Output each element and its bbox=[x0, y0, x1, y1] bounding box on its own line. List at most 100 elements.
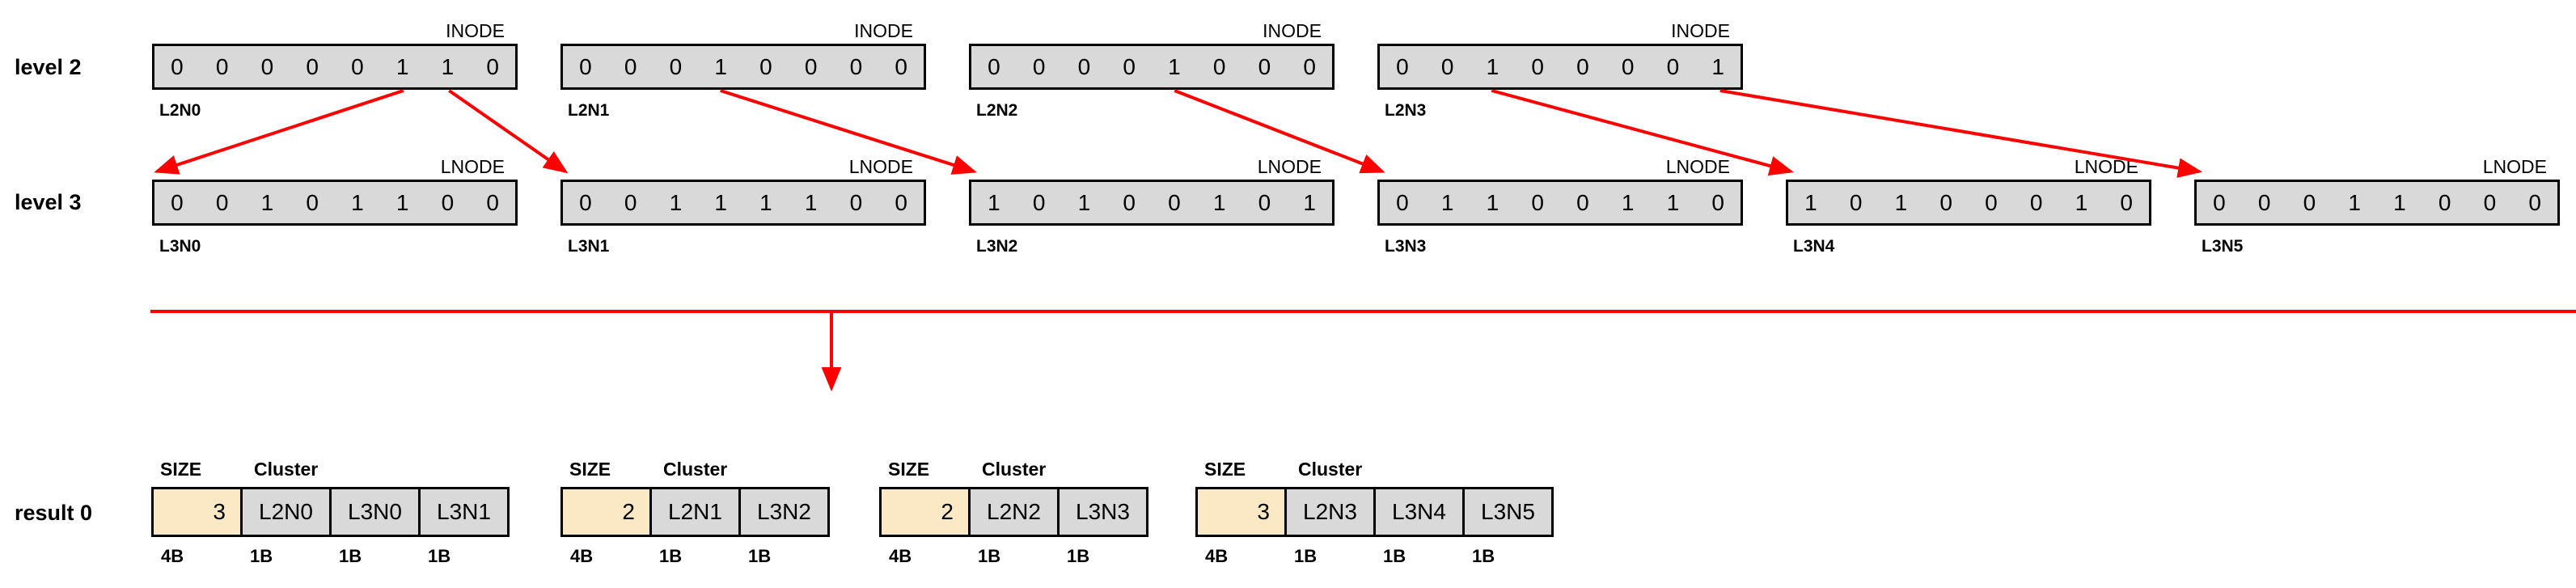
size-header: SIZE bbox=[569, 459, 611, 480]
size-cell: 3 bbox=[151, 487, 243, 537]
cluster-node-cell: L3N0 bbox=[329, 487, 421, 537]
bit-value: 0 bbox=[486, 189, 499, 215]
node-type-label: INODE bbox=[446, 20, 505, 41]
bit-value: 1 bbox=[1303, 189, 1316, 215]
size-cell: 3 bbox=[1195, 487, 1287, 537]
cell-byte-label: 1B bbox=[748, 546, 772, 566]
bit-value: 1 bbox=[669, 189, 683, 215]
bit-value: 1 bbox=[1440, 189, 1454, 215]
node-id-label: L3N1 bbox=[568, 237, 610, 256]
bit-value: 0 bbox=[1168, 189, 1181, 215]
size-byte-label: 4B bbox=[889, 546, 912, 566]
level3-row-label: level 3 bbox=[15, 190, 82, 214]
bit-value: 0 bbox=[579, 189, 592, 215]
bit-value: 0 bbox=[1576, 53, 1589, 79]
bit-value: 1 bbox=[714, 53, 727, 79]
node-id-label: L2N3 bbox=[1385, 101, 1427, 120]
bit-value: 0 bbox=[1939, 189, 1952, 215]
bit-value: 0 bbox=[669, 53, 683, 79]
bit-value: 0 bbox=[2528, 189, 2541, 215]
bit-value: 0 bbox=[1258, 189, 1271, 215]
bit-value: 0 bbox=[1531, 53, 1544, 79]
bit-value: 0 bbox=[2213, 189, 2226, 215]
bit-value: 0 bbox=[1576, 189, 1589, 215]
bit-value: 0 bbox=[1032, 189, 1046, 215]
node-id-label: L3N5 bbox=[2202, 237, 2244, 256]
size-byte-label: 4B bbox=[161, 546, 184, 566]
bit-value: 1 bbox=[441, 53, 455, 79]
bit-value: 0 bbox=[624, 189, 637, 215]
bit-value: 1 bbox=[759, 189, 772, 215]
bit-value: 0 bbox=[441, 189, 455, 215]
node-id-label: L2N0 bbox=[159, 101, 201, 120]
bit-value: 0 bbox=[759, 53, 772, 79]
bit-value: 0 bbox=[1032, 53, 1046, 79]
node-id-label: L2N2 bbox=[976, 101, 1018, 120]
node-type-label: LNODE bbox=[1665, 156, 1730, 177]
node-type-label: LNODE bbox=[440, 156, 505, 177]
bit-value: 1 bbox=[2348, 189, 2361, 215]
bit-value: 0 bbox=[1531, 189, 1544, 215]
node-id-label: L2N1 bbox=[568, 101, 610, 120]
cell-byte-label: 1B bbox=[1472, 546, 1495, 566]
cell-byte-label: 1B bbox=[339, 546, 362, 566]
bit-value: 1 bbox=[2393, 189, 2406, 215]
cell-byte-label: 1B bbox=[978, 546, 1001, 566]
size-header: SIZE bbox=[160, 459, 202, 480]
bit-value: 0 bbox=[1621, 53, 1635, 79]
bit-value: 0 bbox=[988, 53, 1000, 79]
bit-value: 0 bbox=[804, 53, 818, 79]
size-header: SIZE bbox=[888, 459, 930, 480]
bit-value: 0 bbox=[1396, 53, 1409, 79]
bit-value: 1 bbox=[2075, 189, 2088, 215]
bit-value: 0 bbox=[2303, 189, 2316, 215]
bit-value: 0 bbox=[1985, 189, 1998, 215]
bit-value: 0 bbox=[2483, 189, 2497, 215]
bit-value: 0 bbox=[306, 189, 319, 215]
bit-value: 0 bbox=[2257, 189, 2271, 215]
bit-value: 0 bbox=[260, 53, 274, 79]
bit-value: 0 bbox=[1303, 53, 1316, 79]
cell-byte-label: 1B bbox=[1383, 546, 1406, 566]
node-type-label: LNODE bbox=[1257, 156, 1322, 177]
bit-value: 1 bbox=[1168, 53, 1181, 79]
node-id-label: L3N2 bbox=[976, 237, 1018, 256]
node-type-label: INODE bbox=[1263, 20, 1322, 41]
bit-value: 0 bbox=[1123, 189, 1136, 215]
bit-value: 0 bbox=[624, 53, 637, 79]
bit-value: 1 bbox=[1486, 189, 1499, 215]
bit-value: 1 bbox=[395, 189, 409, 215]
bit-value: 0 bbox=[1077, 53, 1091, 79]
bit-value: 1 bbox=[1711, 53, 1724, 79]
cluster-node-cell: L2N0 bbox=[240, 487, 332, 537]
bit-value: 0 bbox=[486, 53, 499, 79]
node-type-label: LNODE bbox=[2074, 156, 2138, 177]
bit-value: 1 bbox=[260, 189, 274, 215]
node-id-label: L3N4 bbox=[1793, 237, 1835, 256]
bit-value: 0 bbox=[2029, 189, 2043, 215]
bit-value: 0 bbox=[171, 189, 184, 215]
cell-byte-label: 1B bbox=[428, 546, 451, 566]
